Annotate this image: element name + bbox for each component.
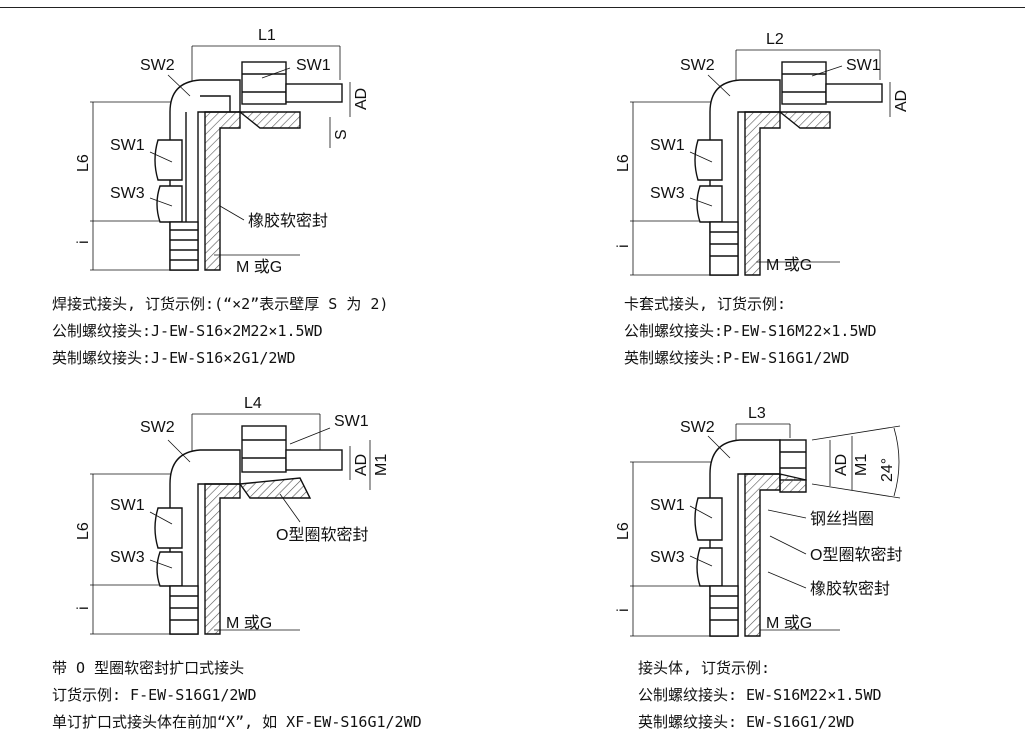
caption-line: 接头体, 订货示例: (638, 659, 771, 677)
l6-label: L6 (615, 154, 632, 172)
rubber-seal-callout: 橡胶软密封 (810, 580, 890, 598)
caption-line: 公制螺纹接头:J-EW-S16×2M22×1.5WD (52, 322, 323, 340)
sw1-top-label: SW1 (334, 413, 369, 430)
sw3-label: SW3 (650, 549, 685, 566)
caption-flared: 带 O 型圈软密封扩口式接头 订货示例: F-EW-S16G1/2WD 单订扩口… (52, 658, 422, 739)
l6-label: L6 (615, 522, 632, 540)
sw2-label: SW2 (680, 419, 715, 436)
sw1-side-label: SW1 (110, 497, 145, 514)
o-ring-seal-callout: O型圈软密封 (810, 546, 902, 564)
ad-label: AD (893, 90, 910, 112)
ad-label: AD (353, 454, 370, 476)
l4-dimension-label: L4 (244, 395, 262, 412)
i-label: i (75, 240, 92, 244)
top-rule (0, 7, 1025, 8)
caption-line: 英制螺纹接头: EW-S16G1/2WD (638, 713, 855, 731)
sw1-side-label: SW1 (650, 137, 685, 154)
thread-label: M 或G (766, 256, 812, 274)
caption-line: 公制螺纹接头: EW-S16M22×1.5WD (638, 686, 882, 704)
caption-line: 单订扩口式接头体在前加“X”, 如 XF-EW-S16G1/2WD (52, 713, 422, 731)
sw2-label: SW2 (140, 57, 175, 74)
rubber-seal-callout: 橡胶软密封 (248, 212, 328, 230)
s-label: S (333, 129, 350, 140)
l2-dimension-label: L2 (766, 31, 784, 48)
i-label: i (615, 608, 632, 612)
figure-flared-diagram: L4 SW2 SW1 SW1 SW3 AD M1 L6 i M 或G O型圈软密… (75, 395, 390, 635)
thread-label: M 或G (226, 614, 272, 632)
figure-body-diagram: L3 SW2 SW1 SW3 AD M1 24° L6 i M 或G 钢丝挡圈 … (615, 405, 902, 637)
l1-dimension-label: L1 (258, 27, 276, 44)
sw3-label: SW3 (110, 185, 145, 202)
sw1-side-label: SW1 (650, 497, 685, 514)
sw1-top-label: SW1 (296, 57, 331, 74)
caption-line: 英制螺纹接头:J-EW-S16×2G1/2WD (52, 349, 296, 367)
caption-line: 带 O 型圈软密封扩口式接头 (52, 659, 245, 677)
caption-line: 公制螺纹接头:P-EW-S16M22×1.5WD (624, 322, 877, 340)
thread-label: M 或G (766, 614, 812, 632)
m1-label: M1 (853, 454, 870, 476)
wire-retainer-callout: 钢丝挡圈 (810, 510, 874, 528)
m1-label: M1 (373, 454, 390, 476)
thread-label: M 或G (236, 258, 282, 276)
l6-label: L6 (75, 154, 92, 172)
l6-label: L6 (75, 522, 92, 540)
sw3-label: SW3 (650, 185, 685, 202)
caption-body: 接头体, 订货示例: 公制螺纹接头: EW-S16M22×1.5WD 英制螺纹接… (638, 658, 882, 739)
i-label: i (615, 244, 632, 248)
sw1-side-label: SW1 (110, 137, 145, 154)
caption-ferrule: 卡套式接头, 订货示例: 公制螺纹接头:P-EW-S16M22×1.5WD 英制… (624, 294, 877, 375)
sw3-label: SW3 (110, 549, 145, 566)
o-ring-seal-callout: O型圈软密封 (276, 526, 368, 544)
ad-label: AD (833, 454, 850, 476)
caption-line: 卡套式接头, 订货示例: (624, 295, 787, 313)
caption-line: 英制螺纹接头:P-EW-S16G1/2WD (624, 349, 850, 367)
ad-label: AD (353, 88, 370, 110)
sw2-label: SW2 (680, 57, 715, 74)
sw2-label: SW2 (140, 419, 175, 436)
sw1-top-label: SW1 (846, 57, 881, 74)
figure-welded-diagram: L1 SW2 SW1 SW1 SW3 AD S L6 i M 或G 橡胶软密封 (75, 27, 370, 276)
angle-label: 24° (879, 458, 896, 482)
i-label: i (75, 606, 92, 610)
caption-line: 订货示例: F-EW-S16G1/2WD (52, 686, 257, 704)
caption-welded: 焊接式接头, 订货示例:(“×2”表示壁厚 S 为 2) 公制螺纹接头:J-EW… (52, 294, 388, 375)
caption-line: 焊接式接头, 订货示例:(“×2”表示壁厚 S 为 2) (52, 295, 389, 313)
figure-ferrule-diagram: L2 SW2 SW1 SW1 SW3 AD L6 i M 或G (615, 31, 910, 276)
l3-dimension-label: L3 (748, 405, 766, 422)
